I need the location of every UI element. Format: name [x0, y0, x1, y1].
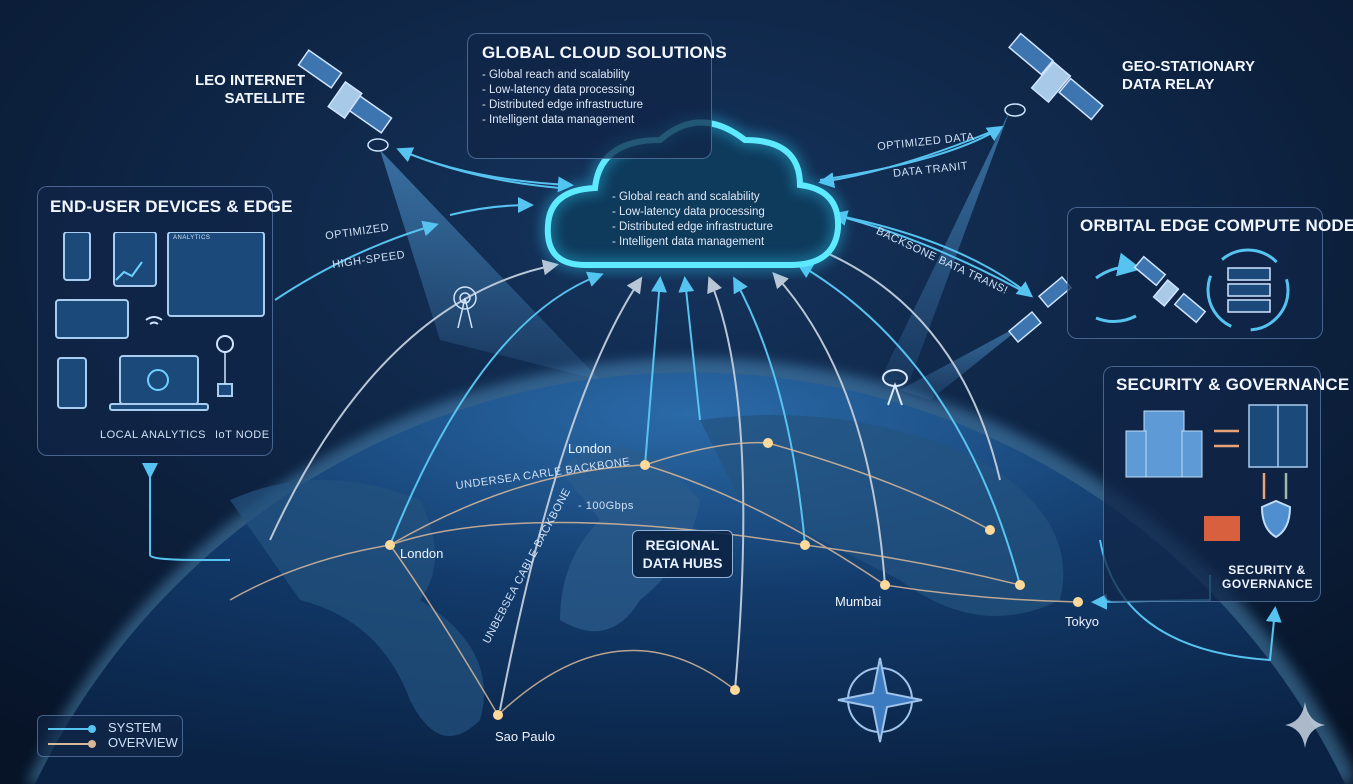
cloud-panel-bullet: - Low-latency data processing — [482, 84, 635, 96]
security-illustration — [1125, 404, 1308, 541]
orbital-panel-title: ORBITAL EDGE COMPUTE NODE — [1080, 216, 1353, 235]
cloud-panel-title: GLOBAL CLOUD SOLUTIONS — [482, 43, 727, 62]
leo-beam — [380, 150, 600, 380]
legend-label: SYSTEM — [108, 720, 162, 735]
city-label: Sao Paulo — [495, 729, 555, 744]
iot-node-label: IoT NODE — [215, 429, 270, 441]
leo-satellite-icon — [297, 49, 393, 152]
server-rack-icon — [1248, 404, 1308, 468]
security-governance-panel: SECURITY & GOVERNANCE SECURITY & GOVERNA… — [1103, 366, 1350, 602]
city-label: London — [400, 546, 444, 561]
analytics-dashboard-icon — [167, 232, 265, 317]
leo-satellite-label: LEO INTERNET SATELLITE — [195, 72, 306, 107]
cloud-bullets: - Global reach and scalability - Low-lat… — [612, 190, 773, 250]
office-building-icon — [1125, 410, 1203, 478]
laptop-icon — [119, 355, 199, 405]
relay-satellite-icon — [1007, 275, 1073, 344]
continent-asia — [700, 415, 1064, 616]
city-label: London — [568, 441, 612, 456]
tablet-icon — [113, 232, 157, 287]
cloud-panel-bullet: - Distributed edge infrastructure — [482, 99, 644, 111]
hubs-title: DATA HUBS — [642, 555, 723, 571]
cloud-solutions-panel: GLOBAL CLOUD SOLUTIONS - Global reach an… — [467, 33, 727, 159]
wifi-icon — [145, 316, 163, 325]
city-label: Tokyo — [1065, 614, 1099, 629]
geo-satellite-icon — [1004, 32, 1104, 121]
sparkle-icon — [1285, 702, 1325, 748]
edge-devices-illustration — [55, 232, 265, 411]
hubs-title: REGIONAL — [645, 537, 720, 553]
relay-beam — [900, 320, 1030, 400]
cloud-panel-bullet: - Global reach and scalability — [482, 69, 630, 81]
iot-node-icon — [217, 383, 233, 397]
security-caption: SECURITY & GOVERNANCE — [1222, 563, 1314, 591]
dashboard-title: ANALYTICS — [173, 235, 211, 241]
cloud-panel-bullet: - Intelligent data management — [482, 114, 635, 126]
geo-satellite-label: GEO-STATIONARY DATA RELAY — [1122, 58, 1255, 93]
legend: SYSTEM OVERVIEW — [37, 715, 183, 757]
continent-africa-europe — [560, 447, 700, 632]
edge-panel-title: END-USER DEVICES & EDGE — [50, 197, 293, 216]
globe-icon — [147, 369, 169, 391]
orbital-illustration — [1095, 248, 1290, 332]
hub-nodes — [385, 438, 1083, 720]
continent-americas — [230, 480, 484, 736]
shield-icon — [1260, 499, 1292, 539]
orbital-satellite-icon — [1133, 255, 1207, 324]
smartphone-icon — [63, 232, 91, 281]
data-links — [142, 125, 1282, 711]
local-analytics-label: LOCAL ANALYTICS — [100, 429, 206, 441]
cell-tower-icon — [453, 286, 477, 329]
legend-label: OVERVIEW — [108, 735, 178, 750]
tablet-landscape-icon — [55, 299, 129, 339]
cloud-bullet: - Global reach and scalability — [612, 191, 760, 203]
earth-globe — [35, 372, 1345, 784]
cloud-bullet: - Intelligent data management — [612, 236, 765, 248]
firewall-icon — [1204, 516, 1240, 541]
server-stack-icon — [1227, 267, 1271, 313]
cloud-bullet: - Low-latency data processing — [612, 206, 765, 218]
orbital-compute-panel: ORBITAL EDGE COMPUTE NODE — [1067, 207, 1353, 339]
undersea-speed-label: - 100Gbps — [578, 500, 634, 512]
regional-data-hubs-badge: REGIONAL DATA HUBS — [632, 530, 733, 578]
ground-antenna-icon — [882, 369, 908, 406]
city-label: Mumbai — [835, 594, 882, 609]
security-panel-title: SECURITY & GOVERNANCE — [1116, 375, 1350, 394]
smartphone-icon — [57, 357, 87, 409]
edge-devices-panel: END-USER DEVICES & EDGE LOCAL ANALYTICS … — [37, 186, 293, 456]
cloud-bullet: - Distributed edge infrastructure — [612, 221, 774, 233]
legend-lines — [48, 725, 96, 748]
compass-icon — [837, 657, 923, 743]
